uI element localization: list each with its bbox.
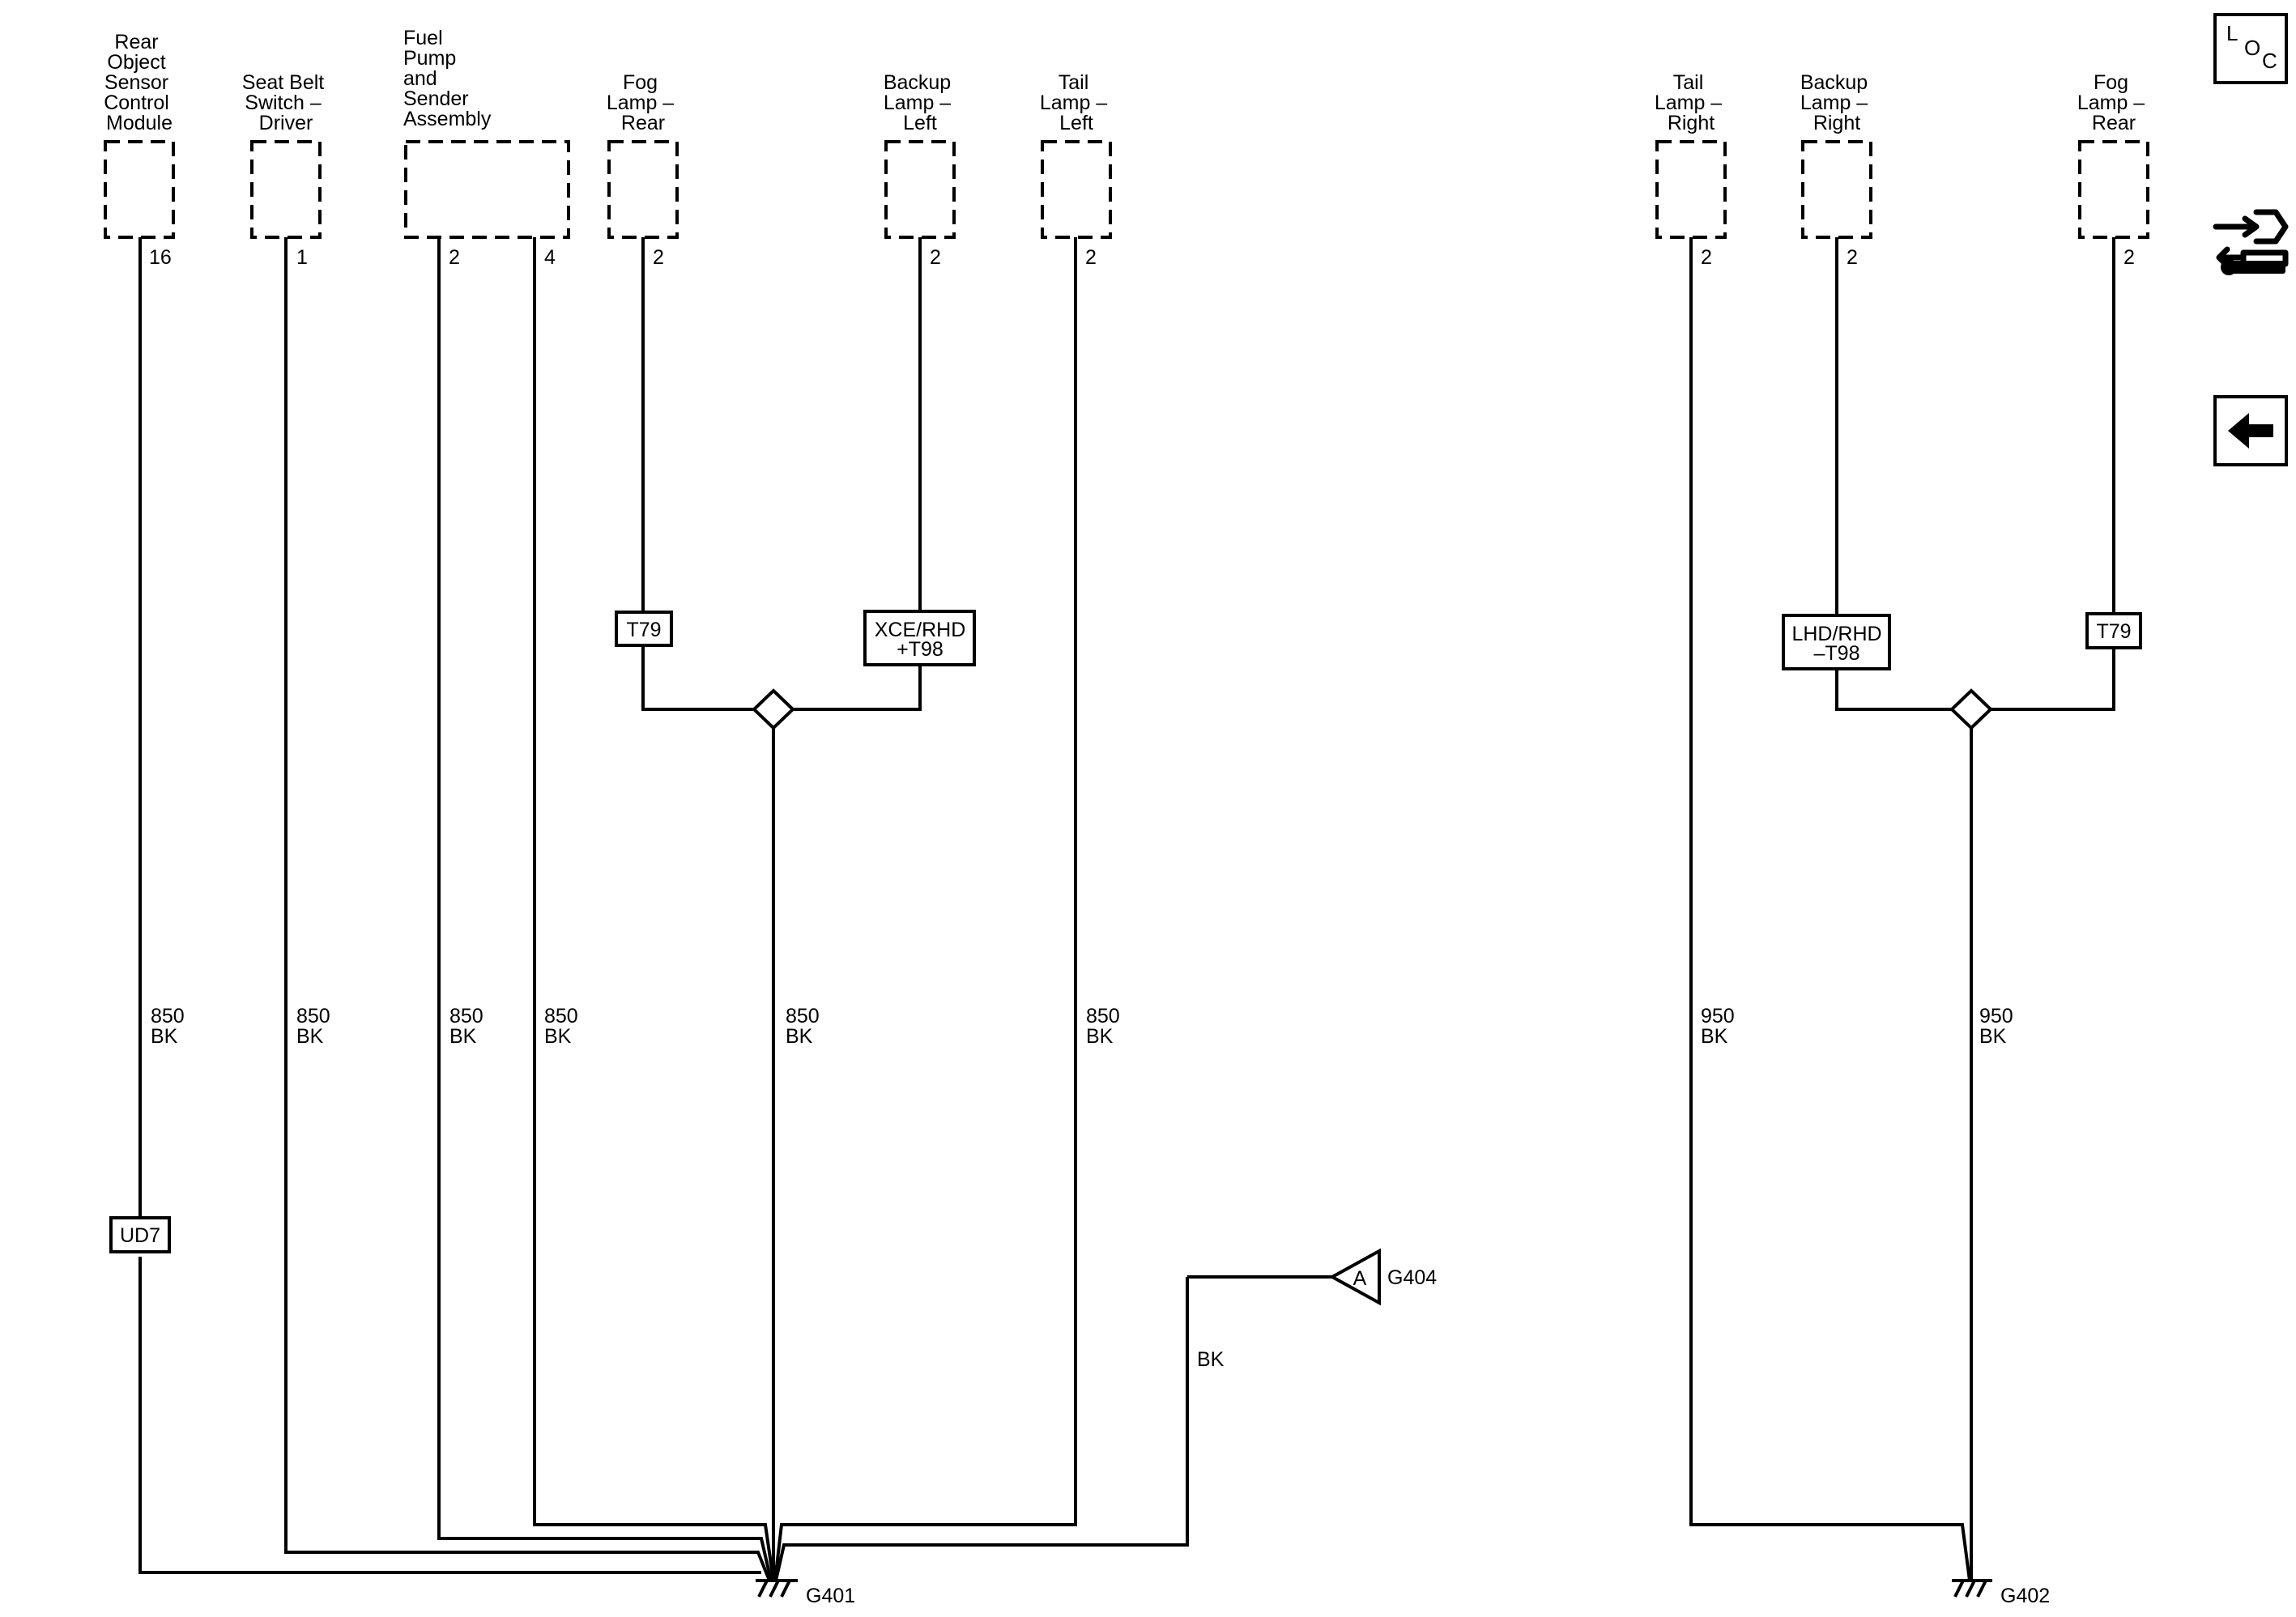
pin-number: 2 [1085,246,1097,269]
option-box-t79-right[interactable] [2085,612,2142,649]
pin-number: 4 [544,246,556,269]
pin-number: 2 [653,246,664,269]
wire-tail-lamp-left [773,237,1077,1581]
loc-letter: L [2226,21,2238,45]
option-label-t79-right: T79 [2096,620,2131,643]
option-label-ud7: UD7 [120,1224,160,1247]
component-box-tail-lamp-right[interactable] [1655,140,1727,239]
option-box-lhd-rhd[interactable] [1782,614,1891,670]
splice-diamond-left[interactable] [752,688,795,730]
pin-number: 2 [449,246,460,269]
label-tail-lamp-left: Tail Lamp – Left [1040,71,1113,134]
loc-letter: C [2262,49,2277,73]
label-backup-lamp-right: Backup Lamp – Right [1800,71,1873,134]
pin-numbers: 16 1 2 4 2 2 2 2 2 2 [149,246,2135,269]
option-labels: UD7 T79 XCE/RHD+T98 LHD/RHD–T98 T79 [120,619,2132,1247]
wire-fog-lamp-rear-left-lower [641,638,754,711]
component-box-rear-object-sensor[interactable] [104,140,175,239]
connector-wrench-button[interactable] [2211,194,2292,291]
component-box-fog-lamp-rear-right[interactable] [2078,140,2149,239]
ground-symbol-g401 [756,1579,798,1598]
pin-number: 1 [296,246,308,269]
wire-backup-lamp-right-lower [1835,669,1952,711]
splice-diamond-right[interactable] [1949,688,1993,730]
pin-number: 2 [930,246,941,269]
wire-fuel-pump-4 [533,237,775,1581]
label-fog-lamp-rear-right: Fog Lamp – Rear [2077,71,2150,134]
option-box-ud7[interactable] [109,1216,171,1253]
ground-label-g402: G402 [2000,1585,2050,1607]
option-label-xce-rhd: XCE/RHD+T98 [875,619,966,661]
component-labels: Rear Object Sensor Control Module Seat B… [104,27,2150,134]
wire-backup-lamp-left-lower [793,665,922,711]
component-box-backup-lamp-left[interactable] [884,140,956,239]
loc-letter: O [2244,36,2261,60]
wire-group-g402 [1689,237,2115,1581]
label-fuel-pump: Fuel Pump and Sender Assembly [403,27,492,130]
wire-seat-belt-switch [284,237,771,1581]
pin-number: 16 [149,246,172,269]
loc-button[interactable]: L O C [2213,13,2288,84]
component-box-fuel-pump[interactable] [404,140,570,239]
component-box-seat-belt-switch[interactable] [250,140,322,239]
pin-number: 2 [1701,246,1712,269]
wire-label-g404: BK [1197,1348,1225,1371]
back-button[interactable] [2213,395,2288,466]
label-seat-belt-switch: Seat Belt Switch – Driver [242,71,330,134]
ground-label-g404: G404 [1387,1266,1437,1289]
option-label-t79-left: T79 [626,619,661,641]
wire-g404 [774,1277,1189,1581]
wire-tail-lamp-right [1689,237,1971,1581]
label-tail-lamp-right: Tail Lamp – Right [1655,71,1727,134]
pin-number: 2 [2123,246,2135,269]
label-backup-lamp-left: Backup Lamp – Left [884,71,956,134]
label-fog-lamp-rear-left: Fog Lamp – Rear [607,71,679,134]
ground-label-g401: G401 [806,1585,855,1607]
component-box-tail-lamp-left[interactable] [1041,140,1112,239]
wire-fuel-pump-2 [437,237,773,1581]
component-box-backup-lamp-right[interactable] [1801,140,1872,239]
option-box-xce-rhd[interactable] [863,610,976,666]
label-rear-object-sensor: Rear Object Sensor Control Module [104,31,175,134]
ground-symbol-g402 [1952,1579,1992,1598]
ground-labels: G401 G402 G404 A [806,1266,2050,1607]
connector-label-a: A [1353,1267,1367,1290]
connector-a-triangle[interactable] [1328,1248,1381,1306]
connector-wrench-icon [2213,209,2289,275]
wire-rear-object-sensor-lower [138,1257,761,1574]
wire-group-g401 [138,237,1332,1581]
pin-number: 2 [1847,246,1858,269]
wire-fog-lamp-rear-right-lower [1991,648,2115,711]
back-arrow-icon [2228,413,2273,449]
option-label-lhd-rhd: LHD/RHD–T98 [1791,623,1881,665]
option-box-t79-left[interactable] [615,611,673,647]
component-box-fog-lamp-rear-left[interactable] [607,140,679,239]
